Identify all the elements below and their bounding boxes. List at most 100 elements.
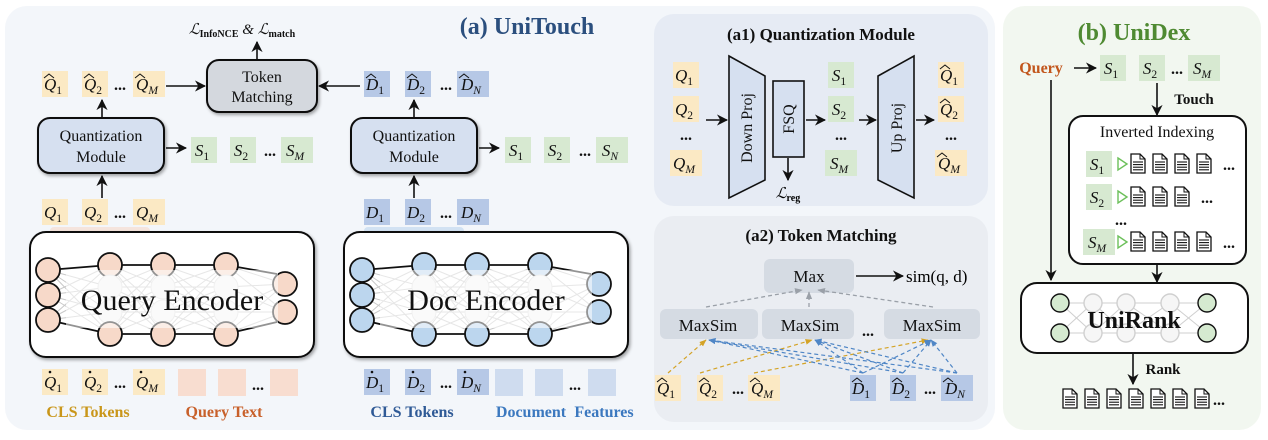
panel-a2-title: (a2) Token Matching [745, 226, 897, 245]
ellipsis: ... [732, 381, 744, 398]
ranked-document-icon [1194, 388, 1210, 409]
doc-cls-label: CLS Tokens [370, 404, 453, 421]
touch-label: Touch [1174, 92, 1214, 108]
quant-label-2: Module [389, 149, 439, 166]
token-bg [544, 137, 570, 163]
token-bg [405, 199, 431, 225]
token-bg [505, 137, 531, 163]
token-bg [828, 96, 854, 122]
doc-fold [1161, 187, 1167, 193]
token-label: S1 [1104, 59, 1119, 81]
hat-accent [458, 73, 470, 79]
token-bg [42, 71, 68, 97]
query-text-token [178, 369, 206, 396]
hat-accent [43, 73, 55, 79]
token-label: Q1 [44, 203, 62, 225]
token-bg [596, 137, 628, 163]
posting-pointer-icon [1117, 189, 1129, 205]
doc-match-dash [902, 339, 932, 374]
hat-accent [83, 73, 95, 79]
ellipsis: ... [1115, 212, 1127, 229]
doc-fold [1205, 232, 1211, 238]
doc-fold [1161, 154, 1167, 160]
unirank-node [1116, 293, 1136, 313]
features-label: Features [574, 404, 633, 421]
ellipsis: ... [252, 377, 264, 394]
token-bg [42, 199, 68, 225]
token-label: Q1 [657, 379, 675, 401]
doc-fold [1093, 389, 1099, 395]
query-cls-token: Q1 [42, 369, 68, 395]
doc-cls-token: D1 [364, 369, 390, 395]
token-label: S2 [1143, 59, 1158, 81]
a1-output-token: Q2 [938, 96, 964, 122]
posting-document-icon [1174, 231, 1190, 252]
a1-input-token: Q2 [673, 96, 699, 122]
ellipsis: ... [924, 381, 936, 398]
ellipsis: ... [1171, 61, 1183, 78]
token-bg [230, 137, 256, 163]
unidex-code-token: S1 [1100, 55, 1126, 81]
token-bg [1083, 229, 1115, 255]
ellipsis: ... [114, 205, 126, 222]
panel-a1-title: (a1) Quantization Module [727, 25, 915, 44]
a2-query-token: Q2 [697, 375, 723, 401]
query-quantization-module [37, 117, 165, 174]
maxsim-box [762, 309, 854, 339]
ellipsis: ... [440, 375, 452, 392]
token-bg [938, 62, 964, 88]
maxsim1-to-max-arrow [705, 288, 803, 308]
token-label: Q1 [675, 66, 693, 88]
a2-doc-token: D2 [890, 375, 916, 401]
doc-match-dash [814, 338, 958, 374]
ellipsis: ... [440, 77, 452, 94]
doc-fold [1183, 232, 1189, 238]
token-matching-label-2: Matching [231, 89, 292, 106]
token-label: S1 [832, 66, 847, 88]
reg-loss-label: ℒreg [776, 186, 801, 204]
token-label: Q1 [44, 75, 62, 97]
token-bg [938, 96, 964, 122]
ranked-document-icon [1106, 388, 1122, 409]
hat-accent [936, 152, 948, 158]
token-bg [82, 369, 108, 395]
encoder-node [349, 282, 375, 308]
posting-document-icon [1152, 153, 1168, 174]
query-match-dash [667, 339, 707, 374]
token-bg [673, 96, 699, 122]
doc-hat-token: DN [457, 71, 489, 97]
posting-document-icon [1196, 153, 1212, 174]
query-code-token: SM [281, 137, 313, 163]
token-bg [670, 150, 702, 176]
dot-accent [370, 370, 374, 374]
doc-fold [1183, 187, 1189, 193]
quant-label-1: Quantization [373, 128, 456, 145]
query-label: Query [1019, 60, 1063, 77]
token-bg [364, 199, 390, 225]
doc-code-token: S2 [544, 137, 570, 163]
query-code-token: S2 [230, 137, 256, 163]
doc-fold [1139, 232, 1145, 238]
query-cls-token: Q2 [82, 369, 108, 395]
token-label: QM [136, 75, 159, 97]
encoder-node [349, 307, 375, 333]
query-code-token: S1 [191, 137, 217, 163]
maxsim-box [884, 309, 980, 339]
maxsim-label: MaxSim [679, 316, 738, 335]
inverted-index-title: Inverted Indexing [1100, 124, 1214, 141]
posting-document-icon [1152, 231, 1168, 252]
ellipsis: ... [945, 127, 957, 144]
ellipsis: ... [1213, 392, 1225, 409]
a1-input-token: Q1 [673, 62, 699, 88]
token-bg [1188, 55, 1220, 81]
query-text-token [270, 369, 298, 396]
unirank-box [1020, 282, 1249, 354]
token-label: Q2 [699, 379, 717, 401]
unirank-node [1116, 323, 1136, 343]
maxsim-label: MaxSim [903, 316, 962, 335]
token-label: S2 [234, 141, 249, 163]
token-label: SM [830, 154, 850, 176]
token-label: QM [136, 373, 159, 395]
query-token: Q1 [42, 199, 68, 225]
token-label: QM [938, 154, 961, 176]
